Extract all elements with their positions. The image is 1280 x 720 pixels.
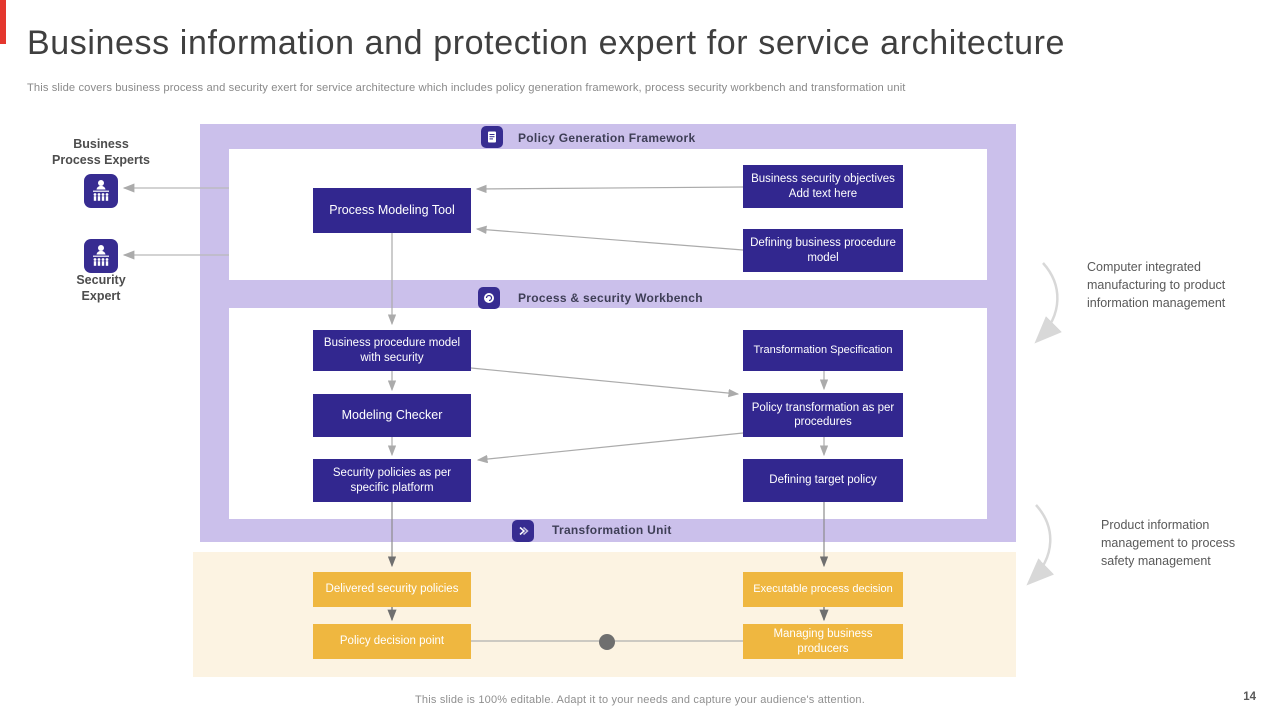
org-people-glyph: [93, 245, 109, 266]
node-business-procedure-model-with-security: Business procedure model with security: [313, 330, 471, 371]
org-people-icon: [84, 174, 118, 208]
section-title-transformation-unit: Transformation Unit: [552, 523, 672, 537]
curved-arrow-bottom: [1026, 504, 1055, 586]
annotation-cim-to-pim: Computer integrated manufacturing to pro…: [1087, 260, 1226, 311]
slide-subtitle: This slide covers business process and s…: [27, 82, 906, 94]
org-people-glyph: [93, 180, 109, 201]
node-defining-target-policy: Defining target policy: [743, 459, 903, 502]
node-process-modeling-tool: Process Modeling Tool: [313, 188, 471, 233]
org-people-icon: [84, 239, 118, 273]
workbench-glyph: [484, 293, 494, 303]
node-transformation-specification: Transformation Specification: [743, 330, 903, 371]
corner-accent-bar: [0, 0, 6, 44]
node-security-policies-specific-platform: Security policies as per specific platfo…: [313, 459, 471, 502]
page-number: 14: [1243, 691, 1256, 703]
actor-label-security-expert: Security Expert: [76, 273, 126, 304]
curved-arrow-top: [1034, 262, 1062, 344]
transform-arrows-glyph: [519, 526, 529, 536]
section-title-policy-generation-framework: Policy Generation Framework: [518, 131, 696, 145]
node-delivered-security-policies: Delivered security policies: [313, 572, 471, 607]
node-policy-transformation-per-procedures: Policy transformation as per procedures: [743, 393, 903, 437]
node-modeling-checker: Modeling Checker: [313, 394, 471, 437]
document-glyph: [488, 131, 496, 143]
node-defining-business-procedure-model: Defining business procedure model: [743, 229, 903, 272]
transform-arrows-icon: [512, 520, 534, 542]
node-executable-process-decision: Executable process decision: [743, 572, 903, 607]
actor-label-business-process-experts: Business Process Experts: [52, 137, 150, 168]
node-business-security-objectives: Business security objectives Add text he…: [743, 165, 903, 208]
node-policy-decision-point: Policy decision point: [313, 624, 471, 659]
workbench-icon: [478, 287, 500, 309]
slide-footer-note: This slide is 100% editable. Adapt it to…: [415, 694, 865, 706]
annotation-pim-to-psm: Product information management to proces…: [1101, 518, 1236, 569]
slide-title: Business information and protection expe…: [27, 24, 1066, 62]
document-icon: [481, 126, 503, 148]
section-title-process-security-workbench: Process & security Workbench: [518, 291, 703, 305]
node-managing-business-producers: Managing business producers: [743, 624, 903, 659]
